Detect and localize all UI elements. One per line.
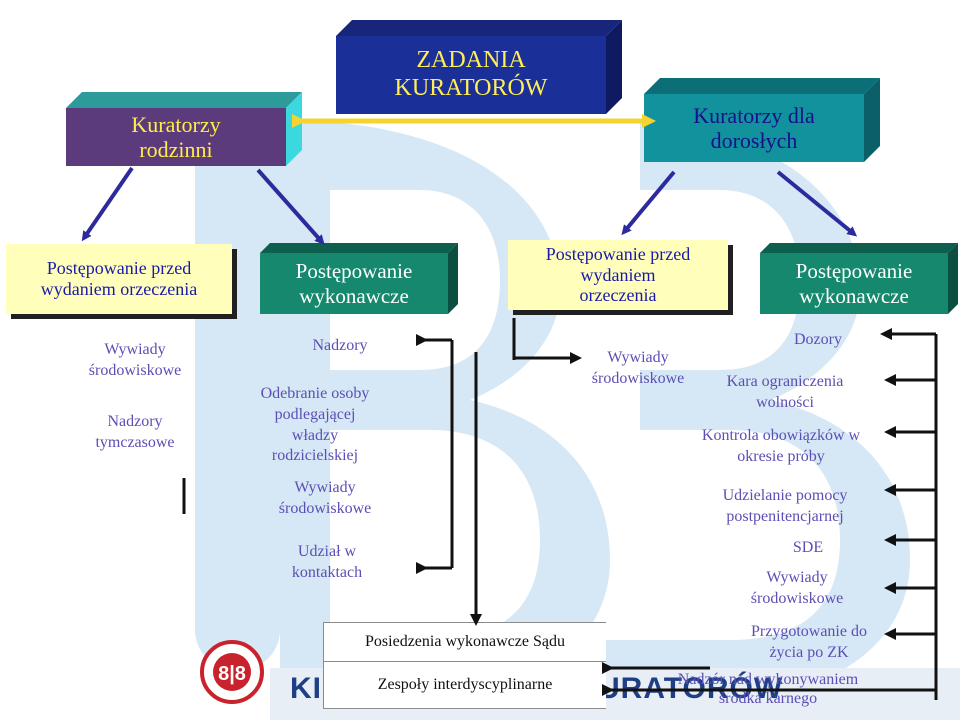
left2-kontakty-l2: kontaktach xyxy=(291,563,363,581)
right-item-wywiady: Wywiady środowiskowe xyxy=(563,348,713,390)
rodzinni-line2: rodzinni xyxy=(139,137,213,162)
right2-item-dozory: Dozory xyxy=(794,331,842,348)
left2-odebranie-l4: rodzicielskiej xyxy=(271,447,359,465)
left-item-nadzory-l1: Nadzory xyxy=(107,413,163,430)
title-line1: ZADANIA xyxy=(416,47,526,74)
footer-text-left: KI xyxy=(290,672,322,705)
left2-item-odebranie: Odebranie osoby podlegającej władzy rodz… xyxy=(240,384,390,467)
left-item-wywiady-l1: Wywiady xyxy=(104,341,166,358)
right2-kara-l1: Kara ograniczenia xyxy=(726,373,844,390)
right2-item-sde: SDE xyxy=(792,539,824,556)
left-item-wywiady-l2: środowiskowe xyxy=(88,361,182,379)
left2-kontakty-l1: Udział w xyxy=(297,543,357,560)
posiedzenia-text: Posiedzenia wykonawcze Sądu xyxy=(365,633,565,650)
right2-item-kara: Kara ograniczenia wolności xyxy=(700,372,870,414)
zespoly-text: Zespoły interdyscyplinarne xyxy=(377,676,553,693)
right2-przyg-l1: Przygotowanie do xyxy=(751,623,867,640)
right2-nadzor-l1: Nadzór nad wykonywaniem xyxy=(677,671,859,688)
left2-wywiady-l2: środowiskowe xyxy=(278,499,372,517)
left-item-wywiady: Wywiady środowiskowe xyxy=(60,340,210,382)
left-przed-line2: wydaniem orzeczenia xyxy=(40,279,198,299)
right-wywiady-l1: Wywiady xyxy=(607,349,669,366)
dorosli-line2: dorosłych xyxy=(710,128,798,153)
left2-odebranie-l3: władzy xyxy=(291,426,339,444)
left-wykonawcze-header: Postępowanie wykonawcze xyxy=(260,253,448,314)
kuratorska-sluzba-logo: 8|8 xyxy=(200,640,264,704)
left2-odebranie-l1: Odebranie osoby xyxy=(260,385,370,402)
right-wykonawcze-header: Postępowanie wykonawcze xyxy=(760,253,948,314)
kuratorzy-rodzinni-box: Kuratorzy rodzinni xyxy=(66,108,286,166)
zespoly-box: Zespoły interdyscyplinarne xyxy=(323,661,606,709)
left-item-nadzory-tymczasowe: Nadzory tymczasowe xyxy=(60,412,210,454)
kuratorzy-dorosli-box: Kuratorzy dla dorosłych xyxy=(644,94,864,162)
left2-odebranie-l2: podlegającej xyxy=(274,405,356,423)
right2-wywiady-l2: środowiskowe xyxy=(750,589,844,607)
right2-pomoc-l1: Udzielanie pomocy xyxy=(722,487,848,504)
right-przed-line1: Postępowanie przed xyxy=(545,243,691,264)
right2-pomoc-l2: postpenitencjarnej xyxy=(726,507,844,525)
rodzinni-line1: Kuratorzy xyxy=(131,111,221,137)
right2-item-wywiady: Wywiady środowiskowe xyxy=(722,568,872,610)
right2-kontrola-l1: Kontrola obowiązków w xyxy=(701,427,861,444)
left2-item-kontakty: Udział w kontaktach xyxy=(252,542,402,584)
right2-przyg-l2: życia po ZK xyxy=(769,643,849,661)
right2-item-przygotowanie: Przygotowanie do życia po ZK xyxy=(724,622,894,664)
left-wyk-line1: Postępowanie xyxy=(295,259,413,284)
right-przed-line2: wydaniem xyxy=(580,264,656,285)
right2-wywiady-l1: Wywiady xyxy=(766,569,828,586)
right-wywiady-l2: środowiskowe xyxy=(591,369,685,387)
right2-nadzor-l2: środka karnego xyxy=(718,690,818,708)
title-box: ZADANIA KURATORÓW xyxy=(336,36,606,114)
left-wyk-line2: wykonawcze xyxy=(299,283,409,308)
left-przed-line1: Postępowanie przed xyxy=(46,258,192,279)
right2-item-kontrola: Kontrola obowiązków w okresie próby xyxy=(676,426,886,468)
right-wyk-line2: wykonawcze xyxy=(799,283,909,308)
left-item-nadzory-l2: tymczasowe xyxy=(95,433,175,451)
right-przed-header: Postępowanie przed wydaniem orzeczenia xyxy=(508,240,728,310)
left-przed-header: Postępowanie przed wydaniem orzeczenia xyxy=(6,244,232,314)
left2-item-wywiady: Wywiady środowiskowe xyxy=(250,478,400,520)
right-przed-line3: orzeczenia xyxy=(579,285,657,306)
right2-kara-l2: wolności xyxy=(756,393,814,411)
posiedzenia-box: Posiedzenia wykonawcze Sądu xyxy=(323,622,606,662)
right-wyk-line1: Postępowanie xyxy=(795,259,913,284)
right2-kontrola-l2: okresie próby xyxy=(737,447,825,465)
svg-text:8|8: 8|8 xyxy=(218,663,246,685)
dorosli-line1: Kuratorzy dla xyxy=(693,102,815,128)
right2-item-nadzor: Nadzór nad wykonywaniem środka karnego xyxy=(648,670,888,708)
left2-wywiady-l1: Wywiady xyxy=(294,479,356,496)
right2-item-pomoc: Udzielanie pomocy postpenitencjarnej xyxy=(690,486,880,528)
left2-item-nadzory: Nadzory xyxy=(312,337,368,354)
title-line2: KURATORÓW xyxy=(394,75,548,101)
